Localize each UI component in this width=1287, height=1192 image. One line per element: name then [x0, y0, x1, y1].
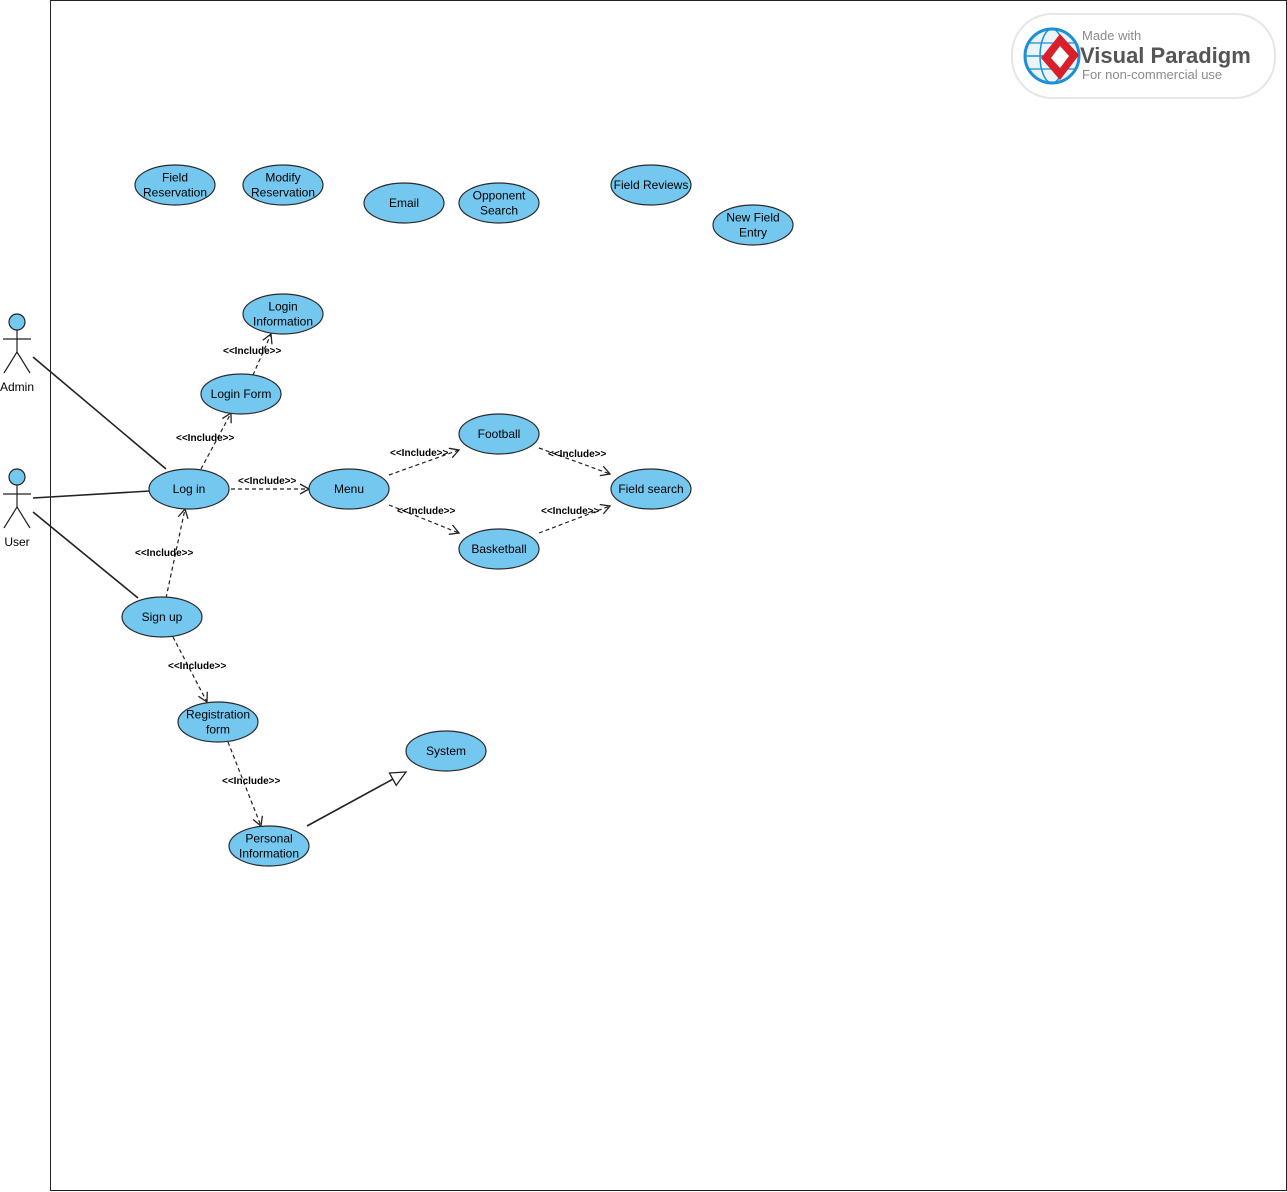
include-menu-basketball [388, 504, 461, 535]
include-basketball-fieldsearch [538, 503, 612, 534]
usecase-label: Personal [245, 832, 292, 846]
actor-head [8, 313, 26, 331]
include-label: <<Include>> [176, 433, 235, 444]
usecase-ellipse [177, 701, 259, 743]
usecase-label: System [426, 744, 466, 758]
usecase-ellipse [228, 825, 310, 867]
include-loginform-logininfo [252, 332, 273, 376]
generalization-personal-system [306, 772, 406, 827]
actor-admin[interactable]: Admin [0, 313, 34, 394]
usecase-ellipse [242, 164, 324, 206]
actor-admin-label: Admin [0, 380, 34, 394]
usecase-system[interactable]: System [405, 730, 487, 772]
usecase-field-reviews[interactable]: Field Reviews [610, 164, 692, 206]
usecase-label: Login Form [211, 387, 272, 401]
usecase-label: Information [253, 315, 313, 329]
include-signup-registration [172, 636, 208, 704]
include-login-loginform [200, 411, 232, 470]
watermark-line1: Made with [1082, 28, 1141, 43]
include-menu-football [388, 447, 461, 476]
usecase-football[interactable]: Football [458, 413, 540, 455]
usecase-email[interactable]: Email [363, 182, 445, 224]
include-label: <<Include>> [223, 346, 282, 357]
usecase-label: Modify [265, 171, 300, 185]
usecase-ellipse [242, 293, 324, 335]
usecase-label: Sign up [142, 610, 183, 624]
usecase-ellipse [134, 164, 216, 206]
usecase-ellipse [458, 528, 540, 570]
user-login-association [32, 490, 151, 499]
include-labels: <<Include>> <<Include>> <<Include>> <<In… [135, 346, 607, 787]
watermark-line2: Visual Paradigm [1080, 43, 1251, 68]
actor-head [8, 468, 26, 486]
visual-paradigm-logo-icon [1023, 27, 1081, 85]
usecase-sign-up[interactable]: Sign up [121, 596, 203, 638]
usecase-ellipse [148, 468, 230, 510]
usecase-label: Log in [173, 482, 206, 496]
actor-user-label: User [4, 535, 29, 549]
usecase-label: Field Reviews [614, 178, 689, 192]
usecase-label: Login [268, 300, 297, 314]
usecase-ellipse [458, 182, 540, 224]
usecase-ellipse [610, 164, 692, 206]
usecase-menu[interactable]: Menu [308, 468, 390, 510]
usecase-label: Reservation [251, 186, 315, 200]
usecase-ellipse [363, 182, 445, 224]
usecase-ellipse [405, 730, 487, 772]
visual-paradigm-watermark: Made with Visual Paradigm For non-commer… [1011, 13, 1276, 99]
usecase-ellipse [308, 468, 390, 510]
usecase-label: Field search [618, 482, 683, 496]
include-football-fieldsearch [538, 447, 612, 477]
user-signup-association [32, 511, 139, 599]
usecase-label: form [206, 723, 230, 737]
usecase-label: Reservation [143, 186, 207, 200]
usecase-label: Search [480, 204, 518, 218]
usecase-label: Information [239, 847, 299, 861]
usecase-label: Registration [186, 708, 250, 722]
include-signup-login [165, 507, 189, 599]
actor-user[interactable]: User [3, 468, 31, 549]
include-registration-personal [227, 741, 264, 828]
include-label: <<Include>> [238, 476, 297, 487]
include-label: <<Include>> [222, 776, 281, 787]
use-cases: FieldReservationModifyReservationEmailOp… [121, 164, 794, 867]
usecase-ellipse [610, 468, 692, 510]
usecase-field-search[interactable]: Field search [610, 468, 692, 510]
usecase-label: Field [162, 171, 188, 185]
include-label: <<Include>> [135, 548, 194, 559]
include-label: <<Include>> [548, 449, 607, 460]
include-label: <<Include>> [397, 506, 456, 517]
usecase-label: Entry [739, 226, 767, 240]
usecase-label: Basketball [471, 542, 526, 556]
usecase-label: Opponent [473, 189, 526, 203]
usecase-ellipse [458, 413, 540, 455]
include-dependencies [165, 332, 612, 828]
usecase-ellipse [121, 596, 203, 638]
associations [32, 356, 167, 599]
usecase-ellipse [200, 373, 282, 415]
admin-login-association [32, 356, 167, 470]
include-label: <<Include>> [168, 661, 227, 672]
watermark-line3: For non-commercial use [1082, 67, 1222, 82]
usecase-basketball[interactable]: Basketball [458, 528, 540, 570]
usecase-label: Email [389, 196, 419, 210]
usecase-label: Menu [334, 482, 364, 496]
usecase-label: Football [478, 427, 521, 441]
usecase-log-in[interactable]: Log in [148, 468, 230, 510]
usecase-label: New Field [726, 211, 779, 225]
usecase-ellipse [712, 204, 794, 246]
include-label: <<Include>> [541, 506, 600, 517]
usecase-login-form[interactable]: Login Form [200, 373, 282, 415]
include-label: <<Include>> [390, 448, 449, 459]
